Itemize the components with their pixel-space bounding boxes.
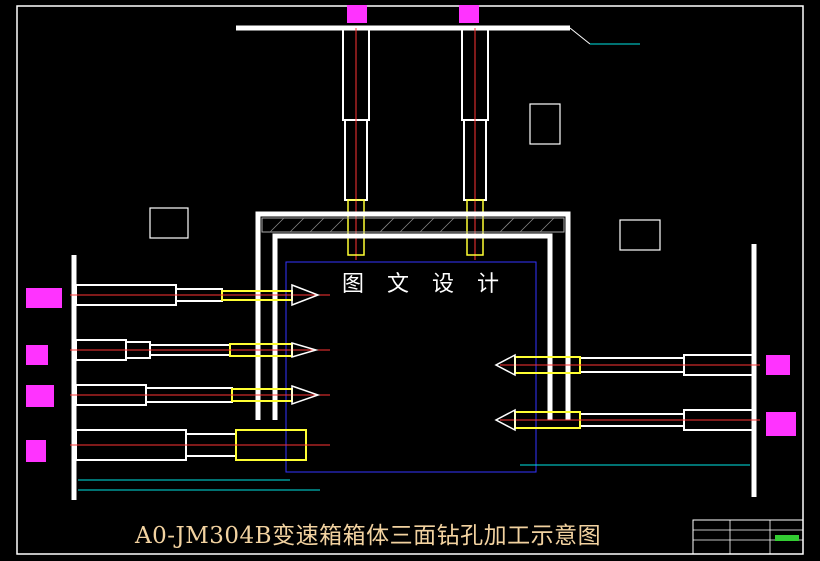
title-block-icon [692, 519, 804, 555]
gearbox-housing [255, 211, 571, 420]
drawing-border [16, 5, 804, 555]
top-wall-hatch [261, 217, 565, 233]
drawing-title: A0-JM304B变速箱箱体三面钻孔加工示意图 [135, 523, 602, 549]
left-annotation-tags [26, 288, 62, 462]
detail-views [149, 103, 661, 251]
work-envelope [285, 261, 537, 473]
dimension-lines [78, 464, 750, 491]
vertical-spindle-unit-icon [342, 27, 489, 260]
right-annotation-tags [766, 355, 796, 436]
left-centerlines [70, 294, 330, 446]
horizontal-spindle-unit-icon [75, 284, 307, 461]
top-annotation-tags [347, 5, 479, 23]
right-centerlines [500, 364, 760, 421]
top-spindle-bar [236, 25, 640, 45]
watermark-text: 图 文 设 计 [342, 272, 507, 297]
hatch-lines [269, 217, 555, 233]
drill-bit-icon [291, 283, 516, 432]
